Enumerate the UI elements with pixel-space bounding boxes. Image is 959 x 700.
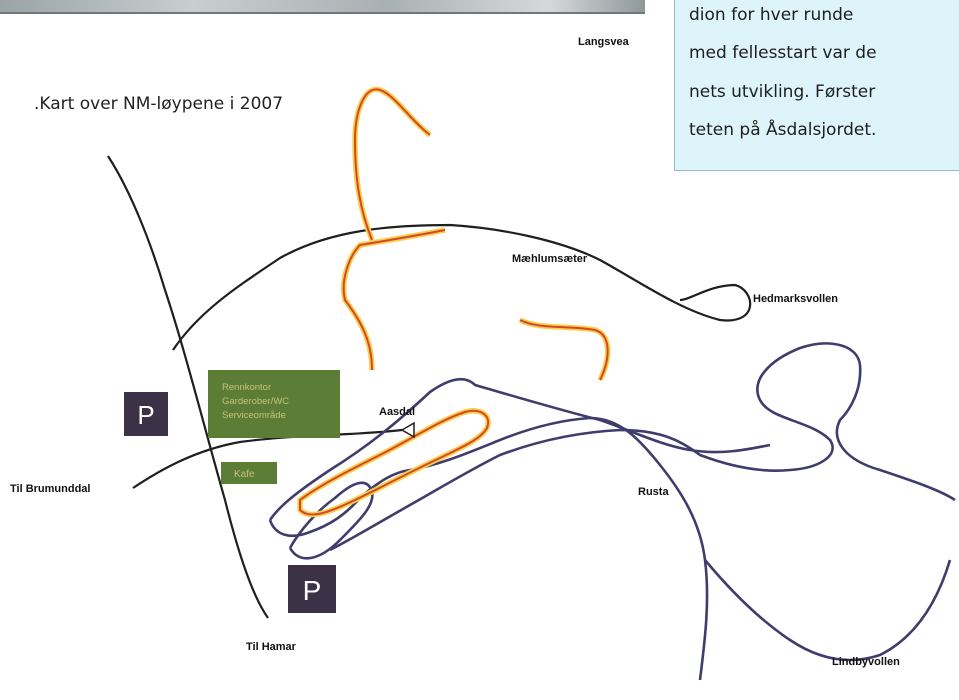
facility-kafe: Kafe: [221, 462, 277, 484]
parking-sign-south: P: [288, 565, 336, 613]
text-line: teten på Åsdalsjordet.: [689, 120, 877, 140]
text-line: med fellesstart var de: [689, 43, 877, 63]
place-label-til-hamar: Til Hamar: [246, 641, 297, 653]
facility-service-area: Rennkontor Garderober/WC Serviceområde: [208, 370, 340, 438]
place-label-til-brumunddal: Til Brumunddal: [10, 483, 90, 495]
red-race-course: [297, 86, 611, 518]
text-line: nets utvikling. Førster: [689, 82, 876, 102]
road-north-mahlum: [172, 223, 752, 351]
article-text-box: dion for hver runde med fellesstart var …: [674, 0, 959, 171]
blue-trail: [288, 481, 374, 560]
place-label-langsvea: Langsvea: [578, 36, 630, 48]
header-photo-strip: [0, 0, 645, 14]
aasdal-marker-icon: [400, 421, 415, 439]
parking-letter: P: [137, 400, 154, 430]
place-label-aasdal: Aasdal: [379, 406, 415, 418]
facility-label-line: Garderober/WC: [222, 396, 289, 407]
place-label-rusta: Rusta: [638, 486, 669, 498]
road-brumunddal: [132, 428, 403, 489]
blue-trail: [268, 416, 709, 681]
road-main-north-south: [107, 155, 269, 619]
parking-sign-west: P: [124, 392, 168, 436]
blue-trail: [268, 377, 771, 521]
facility-label-line: Rennkontor: [222, 382, 271, 393]
kafe-label: Kafe: [234, 469, 255, 480]
place-label-lindbyvollen: Lindbyvollen: [832, 656, 900, 668]
blue-trail: [704, 559, 952, 662]
place-label-maehlumsaeter: Mæhlumsæter: [512, 253, 588, 265]
place-label-hedmarksvollen: Hedmarksvollen: [753, 293, 838, 305]
facility-label-line: Serviceområde: [222, 410, 286, 421]
blue-trail: [329, 342, 956, 552]
map-caption: .Kart over NM-løypene i 2007: [34, 94, 284, 114]
parking-letter: P: [303, 575, 322, 606]
text-line: dion for hver runde: [689, 5, 854, 25]
